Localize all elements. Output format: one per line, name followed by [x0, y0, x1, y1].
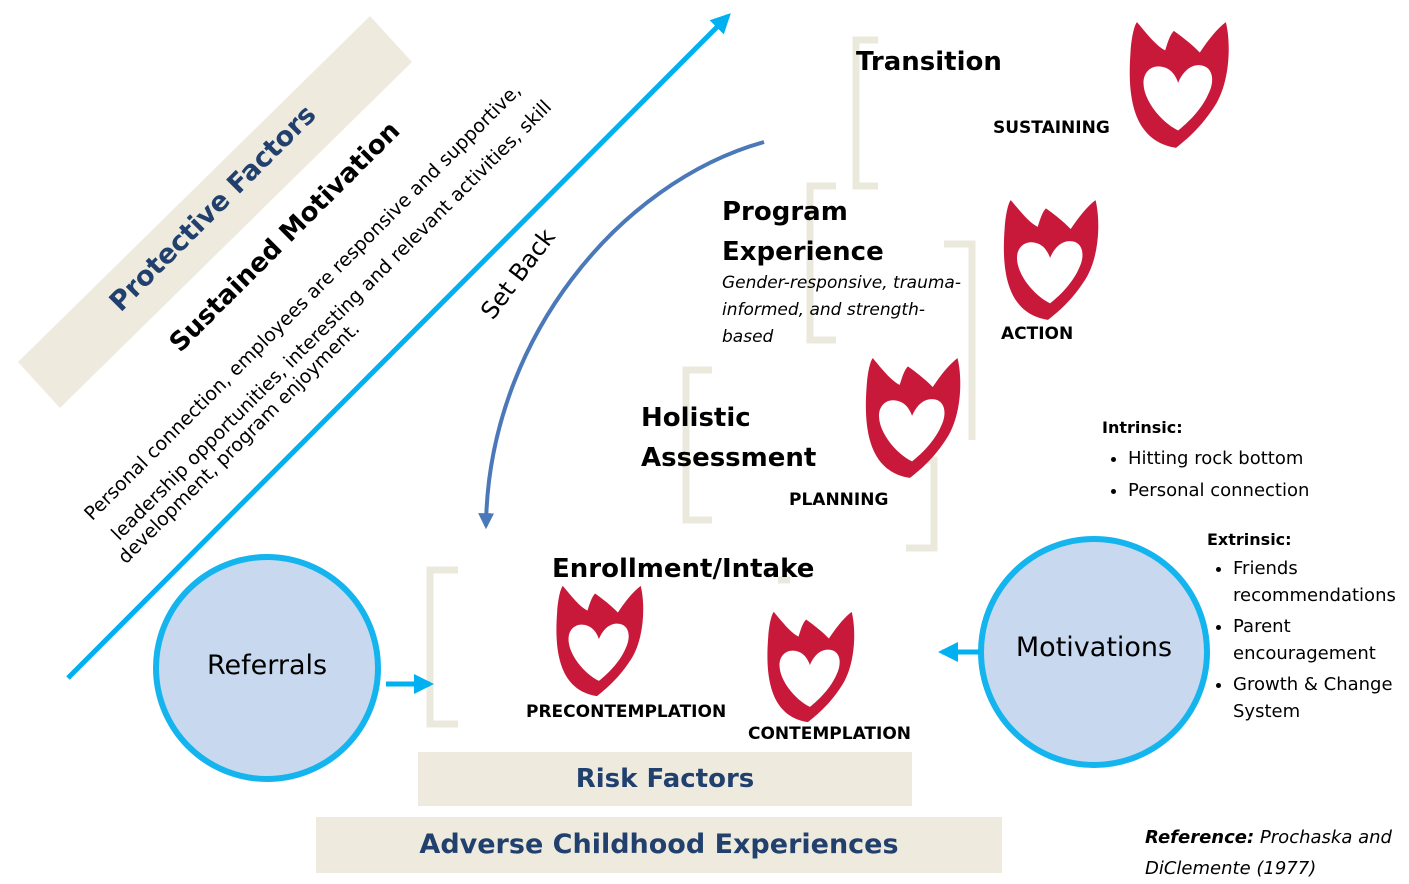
extrinsic-list: Friends recommendations Parent encourage… [1207, 555, 1402, 725]
risk-factors-band: Risk Factors [418, 752, 912, 806]
list-item: Hitting rock bottom [1128, 443, 1382, 475]
intrinsic-title: Intrinsic: [1102, 418, 1183, 437]
contemplation-label: CONTEMPLATION [748, 724, 912, 744]
action-heart-icon [1003, 200, 1099, 320]
planning-heart-icon [865, 358, 961, 478]
transition-title: Transition [856, 47, 1002, 77]
enrollment-title: Enrollment/Intake [552, 554, 815, 584]
reference-label: Reference: [1145, 827, 1255, 848]
protective-factors-band [18, 16, 412, 408]
motivations-label: Motivations [1015, 632, 1173, 663]
stage-brackets [426, 36, 976, 728]
holistic-assessment-title-line-1: Holistic [641, 403, 751, 433]
program-experience-note-line-1: Gender-responsive, trauma- [722, 273, 961, 293]
program-experience-note-line-3: based [722, 327, 774, 347]
sustaining-heart-icon [1129, 22, 1229, 148]
program-experience-title-line-1: Program [722, 197, 848, 227]
motivations-circle [978, 536, 1210, 768]
adverse-childhood-experiences-band: Adverse Childhood Experiences [316, 817, 1002, 873]
referrals-circle [153, 554, 381, 782]
program-experience-title-line-2: Experience [722, 237, 884, 267]
program-experience-note-line-2: informed, and strength- [722, 300, 925, 320]
extrinsic-block: Extrinsic: Friends recommendations Paren… [1207, 530, 1402, 729]
intrinsic-list: Hitting rock bottom Personal connection [1102, 443, 1382, 507]
holistic-assessment-title: Holistic Assessment [641, 398, 816, 478]
contemplation-heart-icon [767, 611, 855, 723]
intrinsic-block: Intrinsic: Hitting rock bottom Personal … [1102, 418, 1382, 507]
reference-note: Reference: Prochaska and DiClemente (197… [1145, 822, 1395, 884]
sustaining-label: SUSTAINING [993, 118, 1110, 138]
list-item: Personal connection [1128, 475, 1382, 507]
precontemplation-label: PRECONTEMPLATION [526, 702, 727, 722]
list-item: Parent encouragement [1233, 613, 1402, 667]
precontemplation-heart-icon [556, 585, 644, 697]
program-experience-note: Gender-responsive, trauma- informed, and… [722, 270, 982, 351]
list-item: Growth & Change System [1233, 671, 1402, 725]
reference-text: Prochaska and DiClemente (1977) [1145, 827, 1392, 879]
holistic-assessment-title-line-2: Assessment [641, 443, 817, 473]
progress-diagonal-arrow [66, 13, 731, 680]
setback-arrow [478, 140, 765, 530]
action-label: ACTION [1001, 324, 1074, 344]
list-item: Friends recommendations [1233, 555, 1402, 609]
program-experience-title: Program Experience [722, 192, 884, 272]
planning-label: PLANNING [789, 490, 889, 510]
referrals-label: Referrals [206, 650, 328, 681]
extrinsic-title: Extrinsic: [1207, 530, 1292, 549]
